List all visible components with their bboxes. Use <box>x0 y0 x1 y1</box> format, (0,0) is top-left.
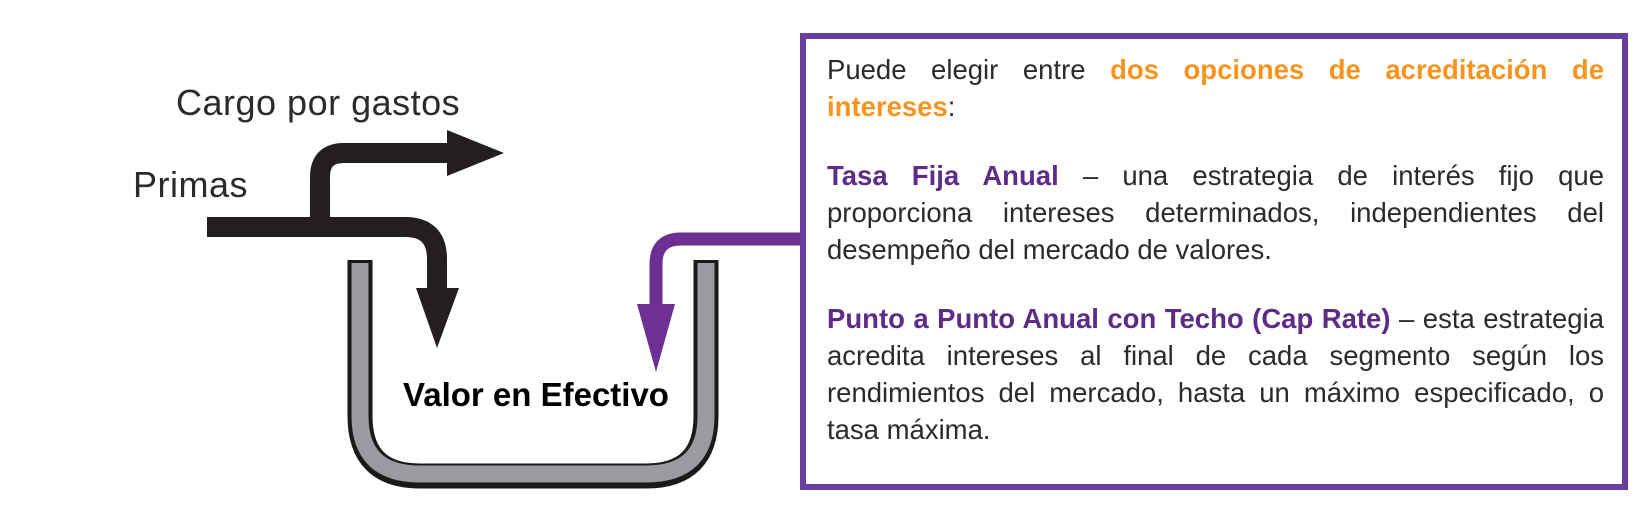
premium-down-arrowhead <box>416 288 459 348</box>
point-to-point-body: – esta estrategia acredita intereses al … <box>827 303 1604 445</box>
bucket-gray-fill-shape <box>351 263 715 483</box>
cash-value-label: Valor en Efectivo <box>403 376 669 413</box>
fixed-rate-body: – una estrategia de interés fijo que pro… <box>827 160 1604 265</box>
interest-down-arrowhead <box>637 304 675 372</box>
fixed-rate-paragraph: Tasa Fija Anual – una estrategia de inte… <box>827 157 1604 268</box>
expense-right-arrowhead <box>447 130 504 176</box>
premiums-label: Primas <box>133 164 249 205</box>
flow-arrows-graphic <box>207 130 812 489</box>
intro-lead-text: Puede elegir entre <box>827 54 1111 85</box>
expense-charge-label: Cargo por gastos <box>176 82 461 123</box>
interest-flow-line <box>649 232 812 307</box>
intro-paragraph: Puede elegir entre dos opciones de acred… <box>827 51 1604 125</box>
point-to-point-paragraph: Punto a Punto Anual con Techo (Cap Rate)… <box>827 300 1604 448</box>
expense-branch-line <box>310 143 450 237</box>
premium-flow-line <box>207 217 447 292</box>
point-to-point-heading: Punto a Punto Anual con Techo (Cap Rate) <box>827 303 1391 334</box>
intro-colon: : <box>947 91 956 122</box>
cash-value-flow-diagram: Cargo por gastos Primas Valor en Efectiv… <box>0 0 820 528</box>
interest-options-panel: Puede elegir entre dos opciones de acred… <box>800 33 1628 490</box>
intro-highlight-text: dos opciones de acreditación de interese… <box>827 54 1604 122</box>
fixed-rate-heading: Tasa Fija Anual <box>827 160 1059 191</box>
